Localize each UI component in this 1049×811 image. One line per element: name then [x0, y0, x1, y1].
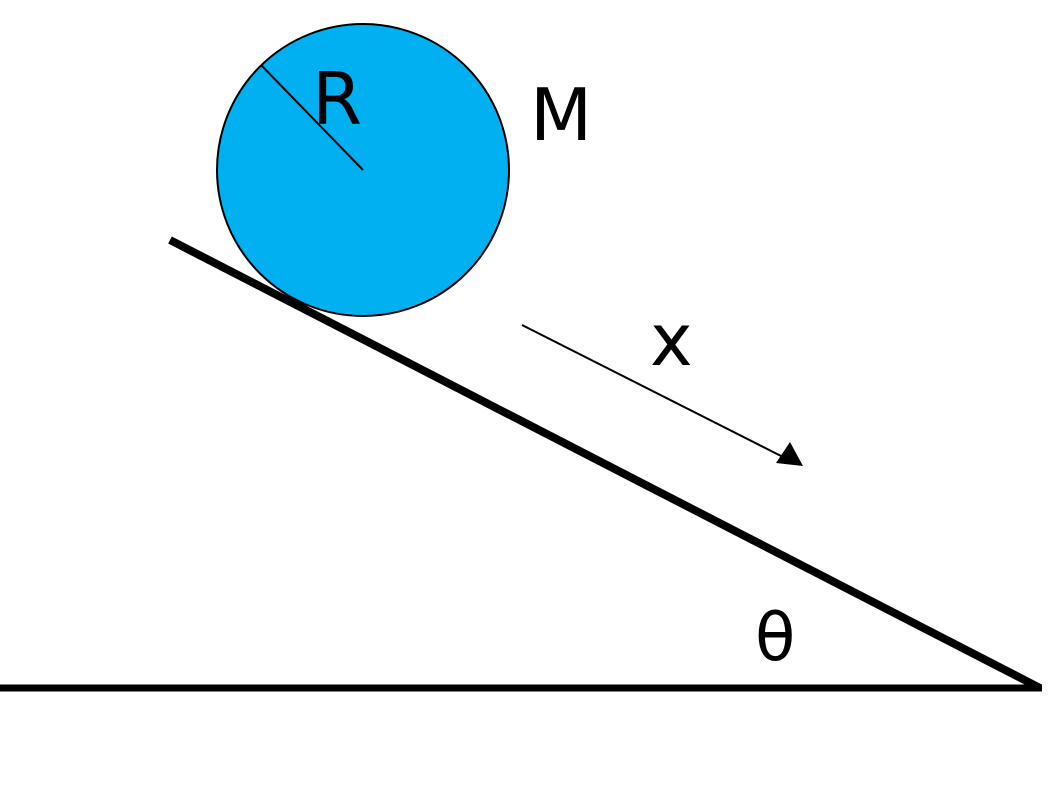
mass-label: M	[530, 73, 592, 157]
displacement-label: x	[650, 298, 693, 382]
radius-label: R	[312, 57, 362, 141]
angle-label: θ	[755, 599, 795, 676]
incline-surface	[168, 236, 1042, 692]
arrowhead-icon	[776, 442, 803, 466]
radius-line	[261, 65, 364, 171]
displacement-arrow	[521, 324, 786, 459]
